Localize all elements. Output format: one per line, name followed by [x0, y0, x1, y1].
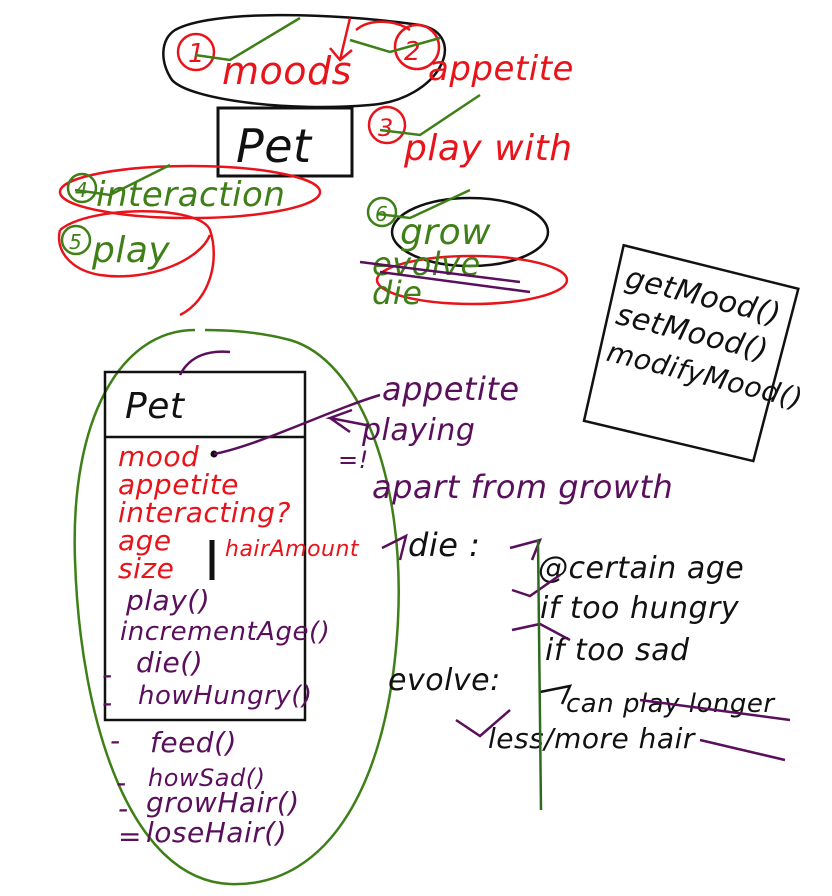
attr-hairamount: hairAmount — [225, 537, 360, 562]
method-feed: feed() — [150, 726, 237, 759]
method-howsad: howSad() — [148, 764, 265, 792]
dash-4: - — [116, 766, 127, 799]
red-oval-die — [375, 254, 569, 306]
number-3: 3 — [378, 114, 394, 142]
dash-5: - — [118, 792, 129, 825]
attr-size: size — [118, 552, 174, 585]
number-5: 5 — [69, 230, 82, 254]
arrow-evolve — [539, 684, 573, 705]
strike-evolve-items — [639, 698, 791, 762]
label-grow: grow — [400, 212, 491, 253]
attr-interacting: interacting? — [118, 496, 291, 529]
method-losehair: loseHair() — [146, 816, 287, 849]
die-item-1: @certain age — [538, 551, 744, 586]
dash-1: - — [102, 658, 113, 691]
hook-top — [178, 350, 231, 376]
label-play-with: play with — [403, 128, 573, 169]
vertical-green-line — [536, 539, 543, 811]
check-evolve — [455, 709, 511, 738]
check-6 — [377, 188, 471, 220]
mood-methods-note: getMood() setMood() modifyMood() — [582, 243, 806, 463]
method-play: play() — [125, 584, 210, 617]
dash-6: = — [118, 820, 142, 853]
circle-6 — [366, 196, 398, 228]
check-1 — [194, 16, 301, 62]
black-oval-grow — [390, 196, 550, 268]
note-apart: apart from growth — [372, 468, 673, 506]
check-die-2 — [511, 573, 561, 598]
label-die-top: die — [372, 274, 422, 312]
green-oval-class — [73, 328, 400, 886]
attr-age: age — [118, 524, 172, 557]
mood-connector — [213, 393, 381, 456]
class-box — [103, 370, 307, 722]
check-4 — [74, 163, 171, 197]
circle-2 — [393, 23, 441, 71]
pet-box-top — [216, 106, 354, 178]
dash-3: - — [110, 724, 121, 757]
check-2 — [349, 36, 441, 54]
method-howhungry: howHungry() — [138, 681, 313, 711]
attr-appetite: appetite — [118, 468, 239, 501]
arrow-red-1 — [329, 17, 353, 62]
label-play: play — [91, 230, 170, 271]
mood-methods-box — [582, 243, 800, 463]
method-die: die() — [136, 646, 203, 679]
die-item-2: if too hungry — [540, 591, 740, 626]
evolve-label: evolve: — [388, 663, 501, 698]
method-incrementage: incrementAge() — [120, 617, 330, 647]
class-name: Pet — [125, 386, 186, 427]
arrow-playing — [325, 408, 367, 434]
pet-box-top-label: Pet — [236, 119, 313, 173]
evolve-item-2: less/more hair — [488, 722, 696, 755]
number-2: 2 — [404, 37, 421, 67]
arrow-die-1 — [509, 538, 543, 561]
method-growhair: growHair() — [146, 786, 300, 819]
dash-2: - — [102, 686, 113, 719]
top-oval — [162, 13, 447, 109]
circle-5 — [60, 224, 92, 256]
note-eq: =! — [338, 446, 369, 474]
note-appetite: appetite — [382, 370, 520, 408]
label-interaction: interaction — [96, 175, 285, 215]
label-evolve: evolve — [372, 245, 481, 283]
attr-mood: mood — [118, 440, 199, 473]
label-moods: moods — [222, 49, 352, 93]
note-playing: playing — [361, 413, 475, 448]
label-appetite-top: appetite — [428, 49, 574, 89]
circle-4 — [66, 172, 98, 204]
strike-evolve — [359, 260, 531, 294]
red-loop-play — [57, 210, 215, 317]
check-3 — [379, 93, 481, 137]
circle-1 — [176, 32, 216, 72]
die-label: die : — [408, 526, 480, 564]
circle-3 — [367, 105, 407, 145]
arrow-die — [381, 533, 408, 561]
